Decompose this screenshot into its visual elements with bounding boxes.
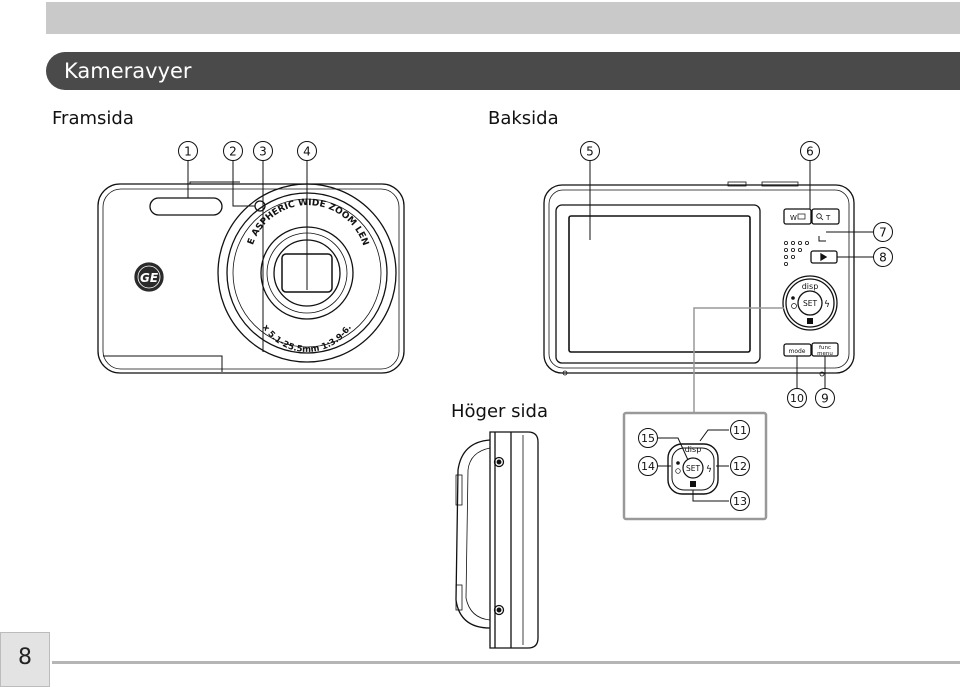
svg-text:14: 14 — [641, 460, 655, 473]
mode-label: mode — [788, 348, 805, 355]
zoom-wide-button[interactable] — [783, 208, 812, 225]
svg-text:10: 10 — [790, 392, 804, 405]
callout-3: 3 — [253, 141, 273, 161]
set-label: SET — [803, 299, 817, 308]
delete-icon — [807, 318, 813, 324]
back-leader-lines — [589, 160, 873, 388]
svg-text:1: 1 — [184, 145, 192, 159]
svg-text:2: 2 — [229, 145, 237, 159]
disp-label: disp — [802, 282, 819, 291]
title-bar: Kameravyer — [46, 52, 960, 90]
svg-text:7: 7 — [879, 226, 887, 240]
logo-text: GE — [140, 271, 159, 285]
svg-text:6: 6 — [806, 145, 814, 159]
page-number: 8 — [18, 645, 32, 670]
button-wide-label: W — [790, 214, 797, 222]
set-button[interactable] — [797, 290, 823, 316]
menu-label: menu — [817, 351, 833, 357]
callout-10: 10 — [787, 388, 807, 408]
zoom-tele-button[interactable] — [811, 208, 840, 225]
thumbnail-icon — [797, 213, 806, 220]
callout-9: 9 — [815, 388, 835, 408]
detail-leader-lines — [658, 429, 729, 502]
svg-text:ϟ: ϟ — [706, 465, 712, 475]
callout-14: 14 — [638, 456, 658, 476]
svg-text:11: 11 — [733, 424, 747, 437]
svg-text:13: 13 — [733, 495, 747, 508]
svg-text:4: 4 — [303, 145, 311, 159]
callout-8: 8 — [873, 247, 893, 267]
camera-side-view — [455, 431, 539, 649]
lcd-screen — [568, 215, 751, 353]
self-timer-icon — [791, 303, 797, 309]
front-leader-lines — [187, 160, 308, 352]
func-label: func — [819, 345, 831, 351]
top-strip — [46, 2, 960, 34]
callout-2: 2 — [223, 141, 243, 161]
callout-7: 7 — [873, 222, 893, 242]
nav-dial-detail: ϟ disp SET — [622, 411, 768, 521]
button-tele-label: T — [825, 214, 831, 222]
flash-icon: ϟ — [824, 300, 830, 310]
lens-bottom-text: 5x 5.1-25.5mm 1:3.9-6.3 — [0, 0, 354, 355]
detail-set-label: SET — [686, 464, 700, 473]
svg-text:3: 3 — [259, 145, 267, 159]
section-label-side: Höger sida — [451, 401, 549, 422]
ge-logo-icon — [134, 262, 164, 292]
speaker-holes — [784, 240, 810, 266]
section-label-front: Framsida — [52, 108, 134, 129]
callout-4: 4 — [297, 141, 317, 161]
macro-icon — [791, 296, 795, 300]
callout-12: 12 — [730, 456, 750, 476]
nav-dial[interactable] — [782, 275, 838, 331]
callout-5: 5 — [580, 141, 600, 161]
svg-text:8: 8 — [879, 251, 887, 265]
lens-top-text: GE ASPHERIC WIDE ZOOM LENS — [0, 0, 370, 247]
svg-text:5: 5 — [586, 145, 594, 159]
callout-15: 15 — [638, 428, 658, 448]
callout-11: 11 — [730, 420, 750, 440]
page-number-box: 8 — [0, 632, 50, 687]
svg-text:12: 12 — [733, 460, 747, 473]
callout-13: 13 — [730, 491, 750, 511]
callout-1: 1 — [178, 141, 198, 161]
svg-text:15: 15 — [641, 432, 655, 445]
flash-window — [149, 197, 223, 216]
section-label-back: Baksida — [488, 108, 559, 129]
callout-badges: 1 2 3 4 5 6 7 8 — [178, 141, 893, 511]
page-title: Kameravyer — [64, 59, 192, 83]
callout-6: 6 — [800, 141, 820, 161]
detail-connector-line — [693, 307, 784, 414]
footer-rule — [52, 661, 960, 664]
magnify-icon — [816, 213, 822, 219]
detail-disp-label: disp — [685, 445, 702, 454]
svg-text:9: 9 — [821, 392, 829, 406]
camera-back-view — [543, 181, 855, 377]
